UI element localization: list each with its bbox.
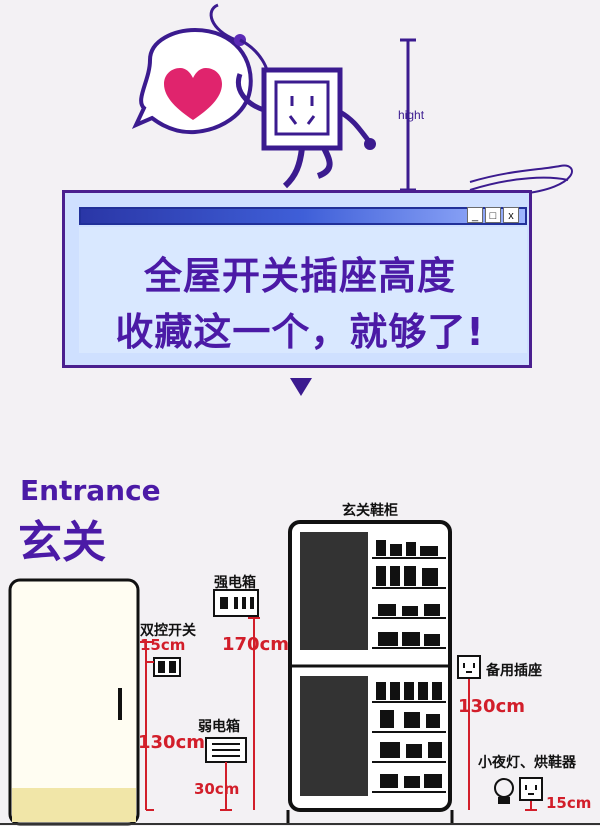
maximize-button[interactable]: □ <box>485 207 501 223</box>
hight-label: hight <box>398 108 425 122</box>
dimension-30cm: 30cm <box>194 780 240 798</box>
header-illustration <box>131 3 573 396</box>
window-content <box>79 227 527 353</box>
dimension-130cm-right: 130cm <box>458 696 525 717</box>
heart-speech-bubble-icon <box>131 27 253 135</box>
minimize-button[interactable]: _ <box>467 207 483 223</box>
dimension-170cm: 170cm <box>222 634 289 655</box>
page-title-line2: 收藏这一个，就够了! <box>115 310 485 354</box>
night-light-label: 小夜灯、烘鞋器 <box>478 755 576 771</box>
dimension-15cm-right: 15cm <box>546 794 592 812</box>
strong-power-box-icon <box>213 589 259 617</box>
weak-box-label: 弱电箱 <box>198 719 240 735</box>
page-title-line1: 全屋开关插座高度 <box>143 254 456 298</box>
window-frame: _ □ x 全屋开关插座高度 收藏这一个，就够了! <box>62 190 532 368</box>
weak-power-box-icon <box>205 737 247 763</box>
dual-switch-icon <box>153 657 181 677</box>
window-controls: _ □ x <box>467 207 519 223</box>
title-window: _ □ x 全屋开关插座高度 收藏这一个，就够了! <box>62 190 534 370</box>
measurement-lines <box>140 617 537 811</box>
night-light-icon <box>494 778 514 804</box>
section-title-cn: 玄关 <box>18 517 106 568</box>
close-button[interactable]: x <box>503 207 519 223</box>
dual-switch-label: 双控开关 <box>140 623 196 639</box>
window-titlebar <box>79 207 527 225</box>
entrance-illustration <box>0 520 600 826</box>
socket-character-icon <box>236 67 376 189</box>
spare-socket-icon <box>457 655 481 679</box>
shoe-cabinet-icon <box>286 520 454 824</box>
spare-socket-label: 备用插座 <box>486 663 542 679</box>
shoe-cabinet-label: 玄关鞋柜 <box>342 503 398 519</box>
dimension-15cm-left: 15cm <box>140 636 186 654</box>
dimension-130cm-left: 130cm <box>138 732 205 753</box>
socket-icon <box>519 777 543 801</box>
section-title-en: Entrance <box>20 474 161 507</box>
strong-box-label: 强电箱 <box>214 575 256 591</box>
door-icon <box>8 578 140 826</box>
